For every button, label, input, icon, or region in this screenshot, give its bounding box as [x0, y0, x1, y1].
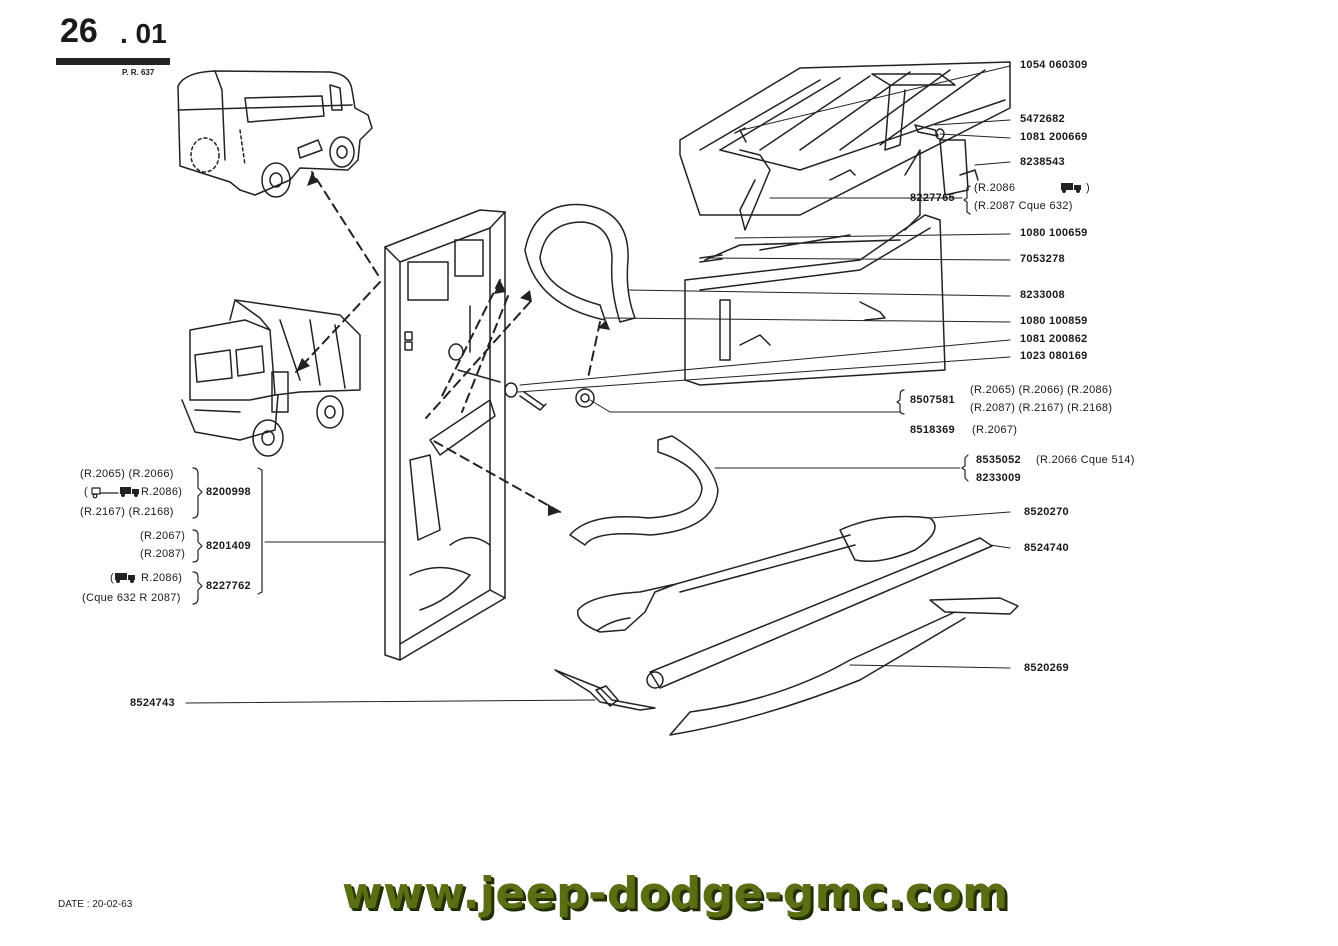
label-1080-100659: 1080 100659 [1020, 227, 1088, 239]
fasteners [448, 343, 595, 411]
page-number: 26 [60, 12, 98, 50]
arrow-heads [296, 172, 610, 516]
date-stamp: DATE : 20-02-63 [58, 899, 133, 910]
header-rule [56, 58, 170, 65]
label-8520270: 8520270 [1024, 506, 1069, 518]
label-8238543: 8238543 [1020, 156, 1065, 168]
group3-part: 8227762 [206, 580, 251, 592]
van-illustration [177, 70, 373, 198]
strap-8535052 [569, 435, 719, 546]
label-8524743: 8524743 [130, 697, 175, 709]
label-8535052: 8535052 [976, 454, 1021, 466]
label-8507581-variants-b: (R.2087) (R.2167) (R.2168) [970, 402, 1113, 414]
group1-line3: (R.2167) (R.2168) [80, 506, 174, 518]
label-8233009: 8233009 [976, 472, 1021, 484]
handle-8524740 [646, 537, 993, 689]
group1-part: 8200998 [206, 486, 251, 498]
label-8233008: 8233008 [1020, 289, 1065, 301]
tool-rack-frame [384, 209, 506, 661]
label-1081-200669: 1081 200669 [1020, 131, 1088, 143]
strap-8233008 [524, 203, 636, 323]
group1-line2-open: ( [84, 486, 88, 498]
label-5472682: 5472682 [1020, 113, 1065, 125]
label-8518369: 8518369 [910, 424, 955, 436]
label-8227765-variant-b: (R.2087 Cque 632) [974, 200, 1073, 212]
plate-reference: P. R. 637 [122, 68, 155, 77]
group2-part: 8201409 [206, 540, 251, 552]
group1-line2: R.2086) [141, 486, 183, 498]
label-1080-100859: 1080 100859 [1020, 315, 1088, 327]
label-8518369-variant: (R.2067) [972, 424, 1018, 436]
label-7053278: 7053278 [1020, 253, 1065, 265]
truck-pictograms [115, 183, 1081, 583]
label-8535052-variant: (R.2066 Cque 514) [1036, 454, 1135, 466]
label-8507581-variants-a: (R.2065) (R.2066) (R.2086) [970, 384, 1113, 396]
bracket-assembly [679, 61, 1011, 386]
group3-line1: R.2086) [141, 572, 183, 584]
label-8227765: 8227765 [910, 192, 955, 204]
group3-line2: (Cque 632 R 2087) [82, 592, 181, 604]
group3-line1-open: ( [110, 572, 114, 584]
label-1023-080169: 1023 080169 [1020, 350, 1088, 362]
group2-line1: (R.2067) [140, 530, 186, 542]
leader-lines [185, 65, 1011, 704]
pick-8524743 [554, 669, 656, 711]
label-1081-200862: 1081 200862 [1020, 333, 1088, 345]
page-suffix: . 01 [120, 18, 167, 49]
group2-line2: (R.2087) [140, 548, 186, 560]
trailer-pictogram [91, 487, 119, 499]
spade-8520270 [576, 515, 936, 633]
axe-8520269 [669, 597, 1019, 736]
label-8520269: 8520269 [1024, 662, 1069, 674]
truck-illustration [181, 299, 361, 457]
website-watermark: www.jeep-dodge-gmc.com [342, 868, 1009, 919]
label-braces [192, 185, 971, 605]
label-8227765-variant-a-end: ) [1086, 182, 1090, 194]
label-1054-060309: 1054 060309 [1020, 59, 1088, 71]
label-8227765-variant-a: (R.2086 [974, 182, 1016, 194]
label-8524740: 8524740 [1024, 542, 1069, 554]
group1-line1: (R.2065) (R.2066) [80, 468, 174, 480]
label-8507581: 8507581 [910, 394, 955, 406]
